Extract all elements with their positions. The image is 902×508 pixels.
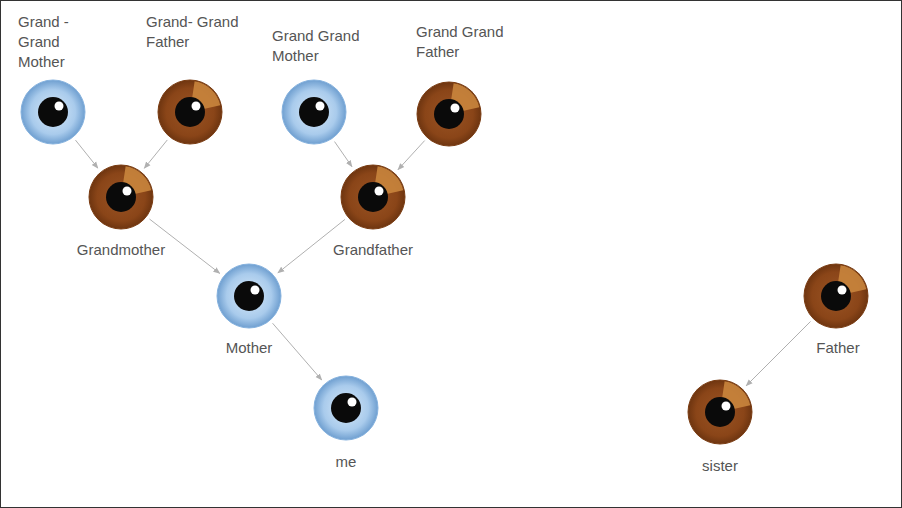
descent-arrow (746, 321, 810, 385)
blue-eye (313, 375, 379, 441)
eye-label: Grand Grand Father (416, 22, 520, 62)
descent-arrow (398, 141, 425, 170)
eye-node: Grandmother (88, 164, 154, 230)
eye-label: sister (660, 456, 780, 476)
eye-node: Grandfather (340, 164, 406, 230)
eye-node: Grand Grand Mother (281, 79, 347, 145)
brown-eye (803, 263, 869, 329)
blue-eye (20, 79, 86, 145)
brown-eye (416, 81, 482, 147)
eye-node: Mother (216, 263, 282, 329)
descent-arrow (144, 140, 167, 168)
blue-eye (281, 79, 347, 145)
descent-arrow (75, 140, 97, 168)
descent-arrow (335, 142, 352, 167)
blue-eye (216, 263, 282, 329)
brown-eye (340, 164, 406, 230)
eye-node: Grand - Grand Mother (20, 79, 86, 145)
eye-node: me (313, 375, 379, 441)
eye-node: Father (803, 263, 869, 329)
eye-label: Grand Grand Mother (272, 26, 376, 66)
brown-eye (157, 79, 223, 145)
brown-eye (88, 164, 154, 230)
eye-label: me (286, 452, 406, 472)
eye-label: Father (783, 338, 893, 358)
eye-node: Grand Grand Father (416, 81, 482, 147)
brown-eye (687, 379, 753, 445)
eye-node: Grand- Grand Father (157, 79, 223, 145)
descent-arrow (273, 323, 322, 380)
eye-node: sister (687, 379, 753, 445)
eye-label: Grandmother (61, 240, 181, 260)
eye-label: Grand- Grand Father (146, 12, 250, 52)
eye-label: Mother (189, 338, 309, 358)
eye-label: Grand - Grand Mother (18, 12, 82, 72)
eye-label: Grandfather (313, 240, 433, 260)
